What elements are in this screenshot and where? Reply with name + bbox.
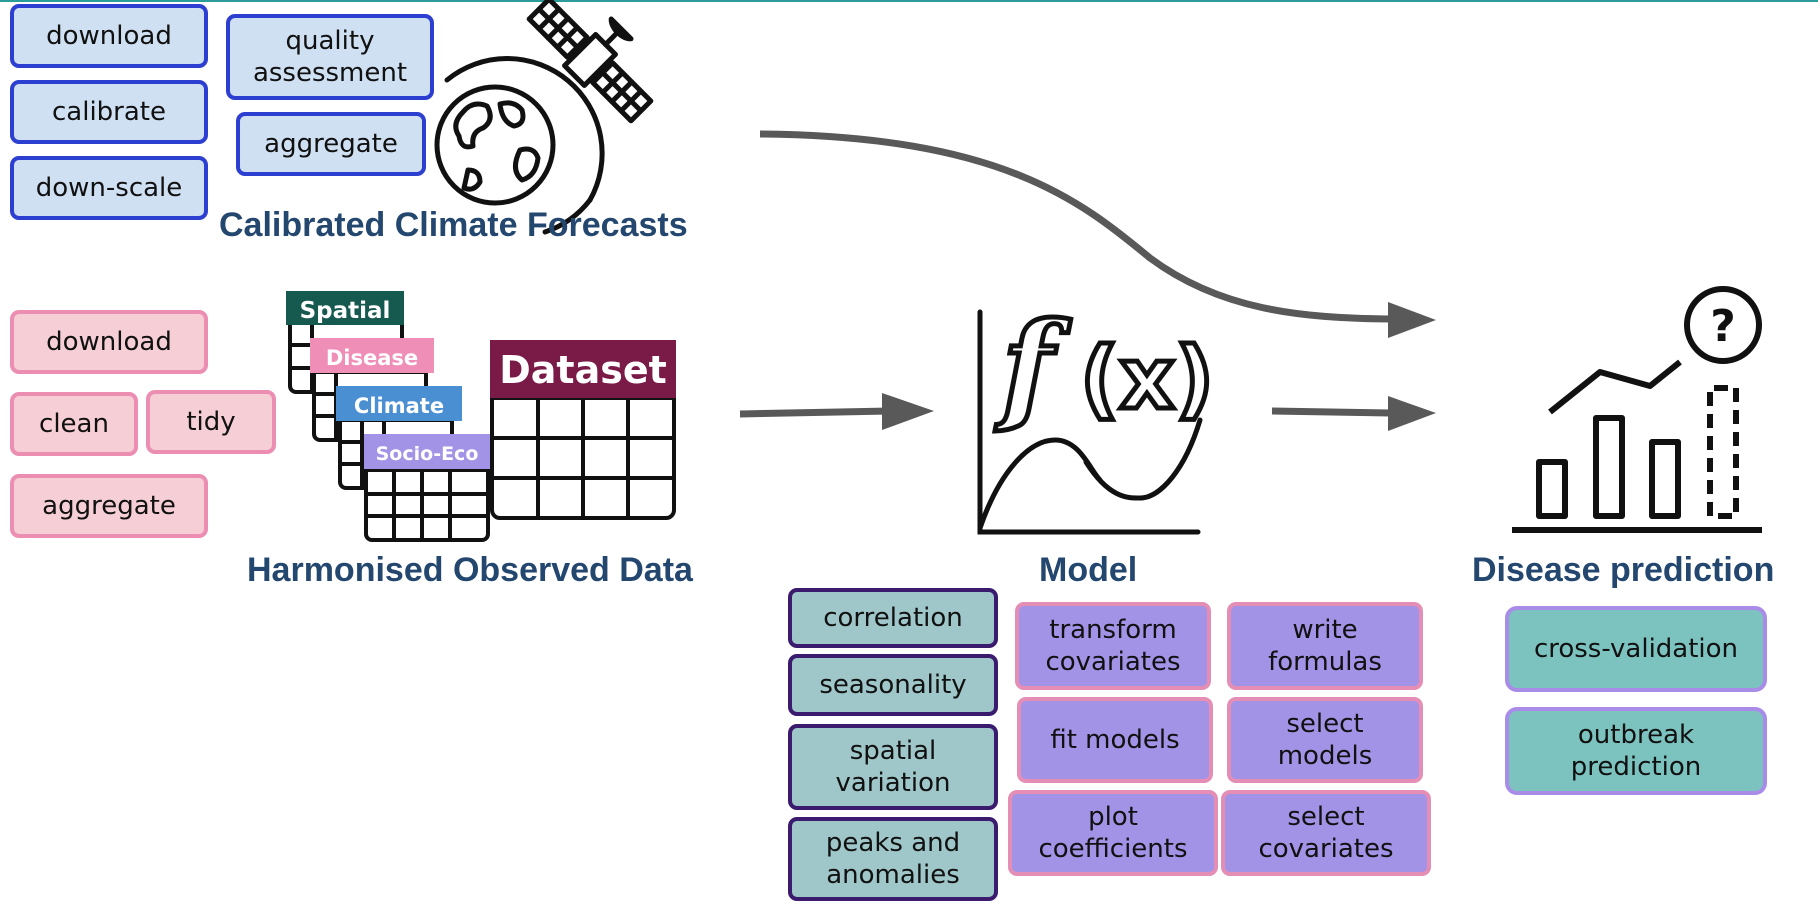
function-graph-icon (977, 309, 1203, 535)
climate-to-prediction-arrow (759, 130, 1391, 323)
disease-prediction-title: Disease prediction (1472, 551, 1775, 589)
prediction-step-cross-validation: cross-validation (1505, 606, 1767, 692)
model-step-select-covariates: select covariates (1221, 790, 1431, 876)
satellite-globe-icon (434, 0, 654, 235)
model-step-plot-coefficients: plot coefficients (1008, 790, 1218, 876)
prediction-step-outbreak-prediction: outbreak prediction (1505, 707, 1767, 795)
arrowhead-model (1388, 396, 1436, 431)
explore-step-peaks-anomalies: peaks and anomalies (788, 817, 998, 901)
model-step-transform-covariates: transform covariates (1015, 602, 1211, 690)
tab-label-disease: Disease (326, 346, 418, 370)
climate-step-aggregate: aggregate (236, 112, 426, 176)
disease-tab (310, 338, 434, 373)
observed-step-aggregate: aggregate (10, 474, 208, 538)
explore-step-spatial-variation: spatial variation (788, 724, 998, 810)
arrowhead-climate (1388, 302, 1436, 338)
observed-step-clean: clean (10, 392, 138, 456)
climate-step-download: download (10, 4, 208, 68)
climate-tab (336, 386, 462, 421)
climate-step-quality-assessment: quality assessment (226, 14, 434, 100)
arrowheads (882, 302, 1436, 431)
observed-step-tidy: tidy (146, 390, 276, 454)
explore-step-seasonality: seasonality (788, 654, 998, 716)
formula-x: (x) (1080, 329, 1214, 429)
formula-f: f (994, 296, 1071, 437)
socio-eco-tab (364, 434, 490, 469)
tab-label-socio-eco: Socio-Eco (376, 443, 479, 465)
model-step-fit-models: fit models (1017, 697, 1213, 783)
climate-forecasts-title: Calibrated Climate Forecasts (219, 206, 688, 244)
top-accent-line (0, 0, 1818, 2)
observed-data-title: Harmonised Observed Data (247, 551, 693, 589)
spatial-tab (286, 291, 404, 325)
question-mark-icon: ? (1710, 301, 1736, 352)
climate-step-down-scale: down-scale (10, 156, 208, 220)
model-step-write-formulas: write formulas (1227, 602, 1423, 690)
observed-step-download: download (10, 310, 208, 374)
tab-label-climate: Climate (354, 394, 444, 418)
arrowhead-data (882, 393, 934, 430)
model-to-prediction-arrow (1271, 407, 1391, 417)
explore-step-correlation: correlation (788, 588, 998, 648)
flow-arrows (739, 130, 1391, 418)
model-title: Model (1039, 551, 1138, 589)
dataset-label: Dataset (499, 348, 667, 392)
bar-chart-prediction-icon (1512, 286, 1762, 533)
data-to-model-arrow (739, 407, 891, 418)
tab-label-spatial: Spatial (300, 298, 391, 324)
climate-step-calibrate: calibrate (10, 80, 208, 144)
model-step-select-models: select models (1227, 697, 1423, 783)
dataset-header (490, 340, 676, 398)
